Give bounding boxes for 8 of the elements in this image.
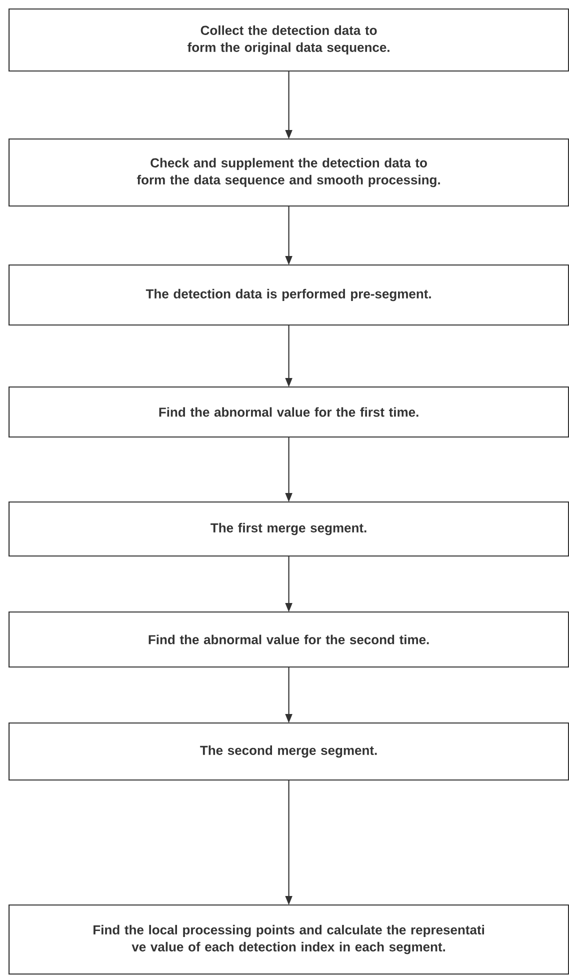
process-box: Check and supplement the detection data to form the data sequence and smooth processing.	[8, 138, 569, 207]
process-box: The second merge segment.	[8, 722, 569, 781]
process-box: The first merge segment.	[8, 501, 569, 557]
process-box: Collect the detection data to form the original data sequence.	[8, 8, 569, 72]
process-box: Find the abnormal value for the first time.	[8, 386, 569, 438]
process-box: Find the local processing points and calculate the representati ve value of each detection index in each segment.	[8, 904, 569, 975]
process-box: The detection data is performed pre-segment.	[8, 264, 569, 326]
process-box: Find the abnormal value for the second time.	[8, 611, 569, 668]
